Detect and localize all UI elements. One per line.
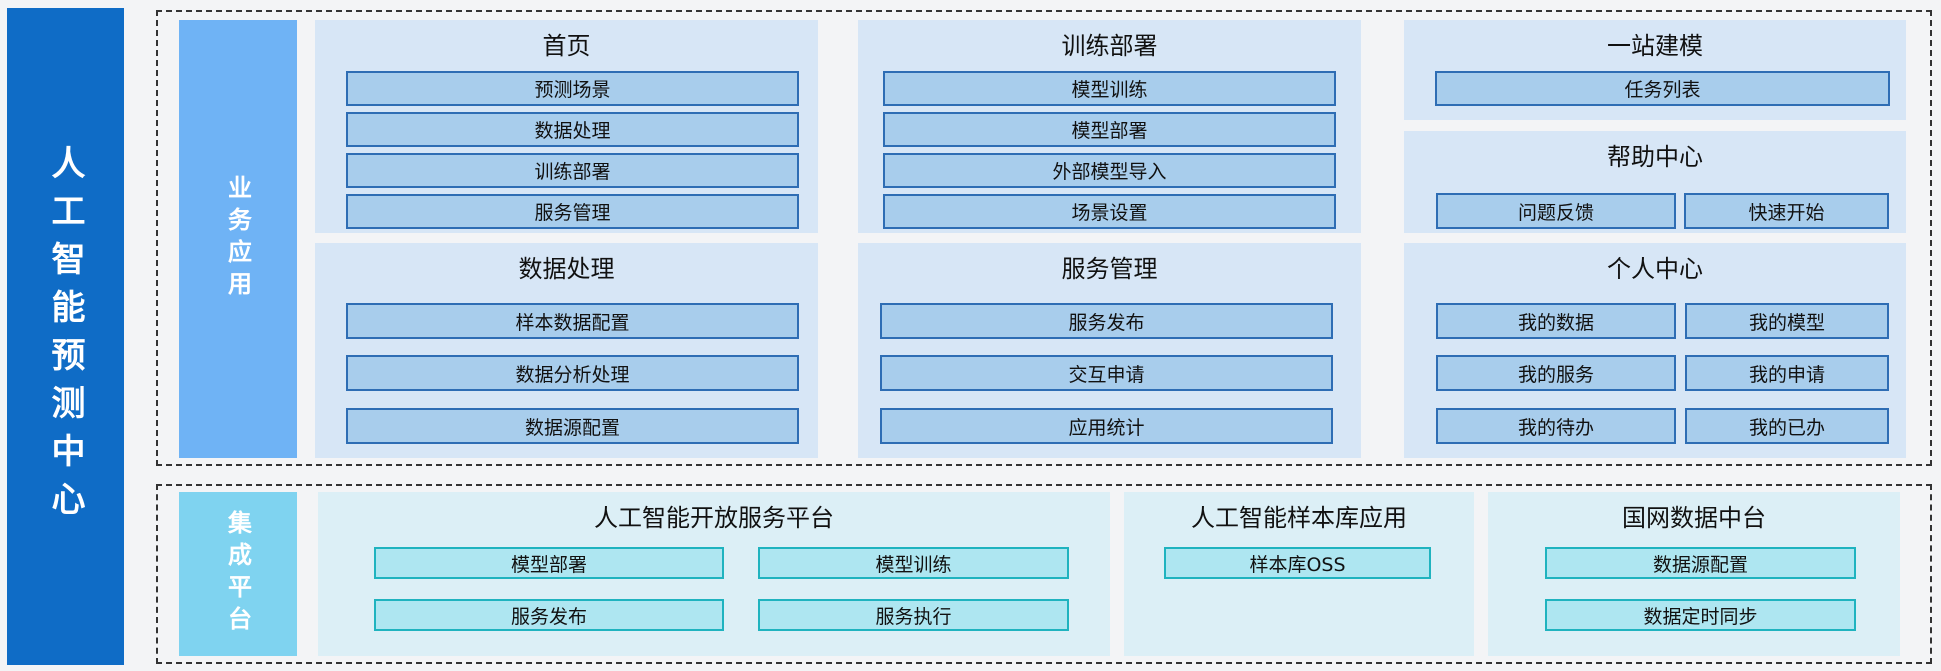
module-title: 人工智能开放服务平台 [594,504,834,532]
module-personal: 个人中心 我的数据 我的模型 我的服务 我的申请 我的待办 我的已办 [1404,243,1906,458]
item-model-deploy[interactable]: 模型部署 [883,112,1336,147]
module-ai-sample-lib: 人工智能样本库应用 样本库OSS [1124,492,1474,656]
item-datasource-config[interactable]: 数据源配置 [1545,547,1856,579]
item-data-sync[interactable]: 数据定时同步 [1545,599,1856,631]
item-quick-start[interactable]: 快速开始 [1684,193,1889,229]
item-model-deploy[interactable]: 模型部署 [374,547,724,579]
item-service-manage[interactable]: 服务管理 [346,194,799,229]
item-app-stats[interactable]: 应用统计 [880,408,1333,444]
item-my-apply[interactable]: 我的申请 [1685,355,1889,391]
module-home: 首页 预测场景 数据处理 训练部署 服务管理 [315,20,818,233]
module-train-deploy: 训练部署 模型训练 模型部署 外部模型导入 场景设置 [858,20,1361,233]
item-task-list[interactable]: 任务列表 [1435,71,1890,106]
module-one-stop: 一站建模 任务列表 [1404,20,1906,120]
item-service-publish[interactable]: 服务发布 [374,599,724,631]
module-title: 国网数据中台 [1622,504,1766,532]
item-my-todo[interactable]: 我的待办 [1436,408,1676,444]
item-data-process[interactable]: 数据处理 [346,112,799,147]
item-datasource-config[interactable]: 数据源配置 [346,408,799,444]
business-frame [156,10,1932,466]
module-title: 一站建模 [1607,32,1703,60]
integration-frame [156,484,1932,664]
module-title: 首页 [542,32,591,60]
item-feedback[interactable]: 问题反馈 [1436,193,1676,229]
item-scene-settings[interactable]: 场景设置 [883,194,1336,229]
item-model-train[interactable]: 模型训练 [758,547,1069,579]
item-my-done[interactable]: 我的已办 [1685,408,1889,444]
module-sgcc-data-platform: 国网数据中台 数据源配置 数据定时同步 [1488,492,1900,656]
item-my-service[interactable]: 我的服务 [1436,355,1676,391]
item-service-publish[interactable]: 服务发布 [880,303,1333,339]
item-sample-config[interactable]: 样本数据配置 [346,303,799,339]
module-title: 帮助中心 [1607,143,1703,171]
business-label: 业务应用 [223,175,252,303]
module-service-manage: 服务管理 服务发布 交互申请 应用统计 [858,243,1361,458]
main-title: 人工智能预测中心 [45,144,85,529]
item-import-model[interactable]: 外部模型导入 [883,153,1336,188]
item-data-analysis[interactable]: 数据分析处理 [346,355,799,391]
item-model-train[interactable]: 模型训练 [883,71,1336,106]
module-data-process: 数据处理 样本数据配置 数据分析处理 数据源配置 [315,243,818,458]
module-ai-open-platform: 人工智能开放服务平台 模型部署 模型训练 服务发布 服务执行 [318,492,1110,656]
main-title-bar: 人工智能预测中心 [7,8,124,665]
item-service-execute[interactable]: 服务执行 [758,599,1069,631]
module-title: 数据处理 [518,255,615,283]
item-my-data[interactable]: 我的数据 [1436,303,1676,339]
item-train-deploy[interactable]: 训练部署 [346,153,799,188]
module-title: 服务管理 [1061,255,1158,283]
item-my-model[interactable]: 我的模型 [1685,303,1889,339]
module-title: 训练部署 [1061,32,1158,60]
module-help: 帮助中心 问题反馈 快速开始 [1404,131,1906,233]
integration-label: 集成平台 [223,510,252,638]
item-predict-scene[interactable]: 预测场景 [346,71,799,106]
module-title: 个人中心 [1607,255,1703,283]
item-sample-oss[interactable]: 样本库OSS [1164,547,1431,579]
business-label-bar: 业务应用 [179,20,297,458]
integration-label-bar: 集成平台 [179,492,297,656]
item-interact-apply[interactable]: 交互申请 [880,355,1333,391]
module-title: 人工智能样本库应用 [1191,504,1407,532]
